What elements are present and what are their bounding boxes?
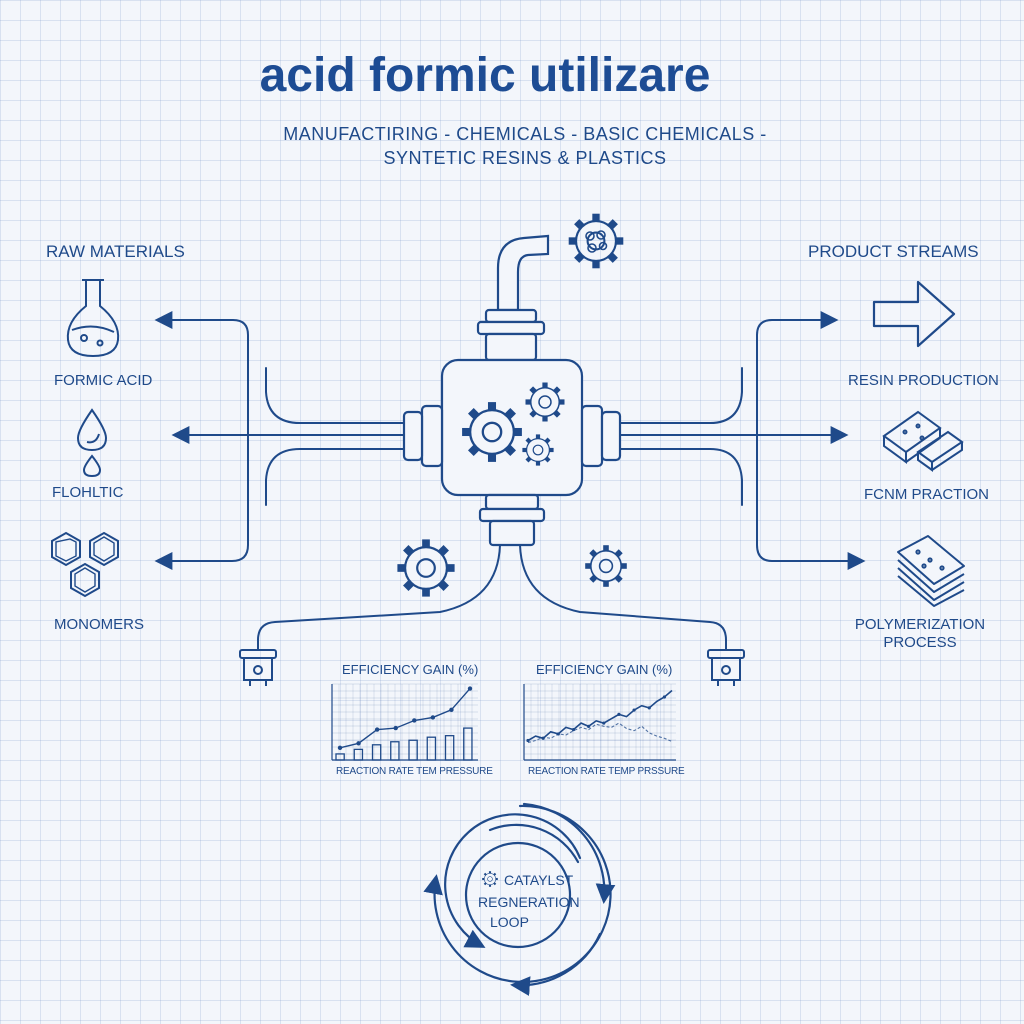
page-title: acid formic utilizare <box>259 49 711 102</box>
raw-material-label: FLOHLTIC <box>52 484 124 501</box>
chart-x-label: REACTION RATE TEMP PRSSURE <box>528 766 685 777</box>
raw-material-label: FORMIC ACID <box>54 372 153 389</box>
sensor-icon <box>707 649 745 686</box>
sensor-icon <box>239 649 277 686</box>
chart-series-line <box>527 689 673 742</box>
chart-series-line <box>339 688 471 749</box>
hexagon-cluster-icon <box>51 531 119 598</box>
product-streams-header: PRODUCT STREAMS <box>808 242 979 261</box>
catalyst-regeneration-loop <box>423 802 616 996</box>
arrow-right-icon <box>872 280 956 348</box>
small-gear-icon <box>481 870 499 888</box>
loop-label-line-2: REGNERATION <box>478 894 580 910</box>
product-label: RESIN PRODUCTION <box>848 372 999 389</box>
reactor-unit <box>402 234 622 547</box>
chart-point <box>337 745 343 751</box>
product-label: FCNM PRACTION <box>864 486 989 503</box>
chart-series-line <box>527 722 673 744</box>
gear-icon <box>397 539 454 596</box>
gear-icon <box>585 545 627 587</box>
subtitle-line-2: SYNTETIC RESINS & PLASTICS <box>383 148 667 168</box>
raw-materials-header: RAW MATERIALS <box>46 242 185 261</box>
chart-bar <box>335 753 345 761</box>
flask-icon <box>66 279 120 358</box>
chart-bar <box>353 748 364 761</box>
chart-bar <box>390 741 400 761</box>
right-flow-lines <box>619 311 866 570</box>
raw-material-label: MONOMERS <box>54 616 144 633</box>
droplet-icon <box>76 408 108 478</box>
chart-bar <box>371 744 382 761</box>
resin-blocks-icon <box>882 410 964 472</box>
chart-bar <box>408 739 418 761</box>
chart-x-label: REACTION RATE TEM PRESSURE <box>336 766 493 777</box>
left-flow-lines <box>154 311 406 570</box>
output-lines <box>257 544 727 651</box>
chart-bar <box>444 735 455 761</box>
chart-bar <box>463 727 473 761</box>
loop-label-line-1: CATAYLST <box>504 872 574 888</box>
chart-efficiency-line <box>523 683 676 761</box>
bacteria-gear-icon <box>569 214 624 269</box>
subtitle-line-1: MANUFACTIRING - CHEMICALS - BASIC CHEMIC… <box>283 124 767 144</box>
chart-efficiency-bar <box>331 683 478 761</box>
product-label: POLYMERIZATION <box>854 616 986 633</box>
stacked-sheets-icon <box>897 535 965 607</box>
chart-title: EFFICIENCY GAIN (%) <box>536 662 673 677</box>
product-label-line-2: PROCESS <box>883 634 957 651</box>
loop-label-line-3: LOOP <box>490 914 529 930</box>
chart-title: EFFICIENCY GAIN (%) <box>342 662 479 677</box>
chart-bar <box>426 736 437 761</box>
